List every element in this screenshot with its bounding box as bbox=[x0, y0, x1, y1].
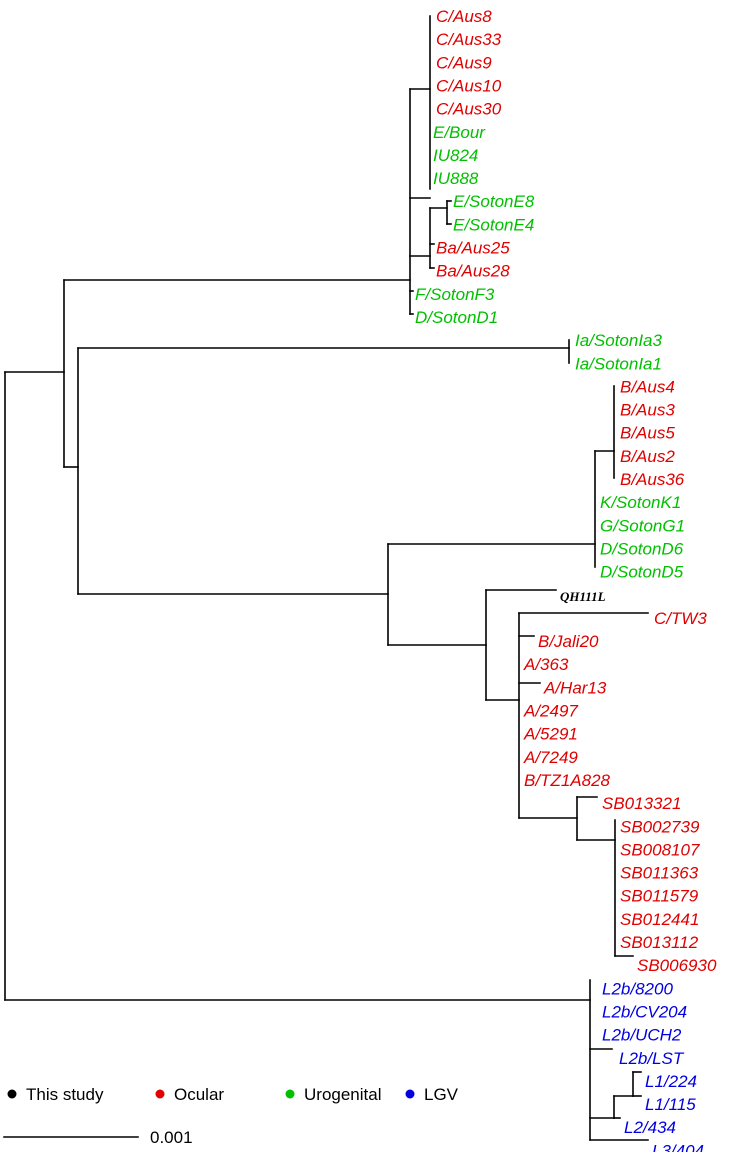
legend-label: LGV bbox=[424, 1085, 459, 1104]
leaf-label: C/Aus10 bbox=[436, 76, 502, 95]
leaf-label: L2b/8200 bbox=[602, 979, 673, 998]
leaf-label: B/Aus3 bbox=[620, 401, 675, 420]
leaf-label: K/SotonK1 bbox=[600, 493, 681, 512]
leaf-labels: C/Aus8C/Aus33C/Aus9C/Aus10C/Aus30E/BourI… bbox=[415, 7, 717, 1152]
leaf-label: SB013321 bbox=[602, 794, 681, 813]
leaf-label: B/Aus5 bbox=[620, 424, 675, 443]
tree-branches bbox=[4, 15, 649, 1141]
leaf-label: B/Aus2 bbox=[620, 447, 675, 466]
leaf-label: L1/224 bbox=[645, 1072, 697, 1091]
leaf-label: B/Jali20 bbox=[538, 632, 599, 651]
leaf-label: QH111L bbox=[560, 589, 606, 604]
leaf-label: C/Aus9 bbox=[436, 53, 492, 72]
leaf-label: A/Har13 bbox=[543, 678, 607, 697]
legend: This study Ocular Urogenital LGV bbox=[7, 1085, 459, 1104]
leaf-label: E/SotonE4 bbox=[453, 215, 534, 234]
leaf-label: Ia/SotonIa3 bbox=[575, 331, 663, 350]
leaf-label: L2b/LST bbox=[619, 1049, 685, 1068]
leaf-label: B/Aus4 bbox=[620, 377, 675, 396]
leaf-label: L1/115 bbox=[645, 1095, 696, 1114]
leaf-label: L3/404 bbox=[652, 1141, 704, 1152]
leaf-label: Ia/SotonIa1 bbox=[575, 354, 662, 373]
leaf-label: A/363 bbox=[523, 655, 569, 674]
leaf-label: E/Bour bbox=[433, 123, 486, 142]
leaf-label: A/7249 bbox=[523, 748, 578, 767]
legend-label: This study bbox=[26, 1085, 104, 1104]
leaf-label: G/SotonG1 bbox=[600, 516, 685, 535]
leaf-label: D/SotonD6 bbox=[600, 539, 684, 558]
leaf-label: F/SotonF3 bbox=[415, 285, 495, 304]
legend-dot bbox=[155, 1089, 165, 1099]
leaf-label: SB011579 bbox=[620, 887, 699, 906]
leaf-label: IU824 bbox=[433, 146, 478, 165]
legend-dot bbox=[405, 1089, 415, 1099]
legend-dot bbox=[285, 1089, 295, 1099]
leaf-label: C/Aus33 bbox=[436, 30, 502, 49]
legend-label: Urogenital bbox=[304, 1085, 382, 1104]
leaf-label: SB011363 bbox=[620, 864, 699, 883]
leaf-label: C/TW3 bbox=[654, 609, 707, 628]
leaf-label: SB002739 bbox=[620, 817, 700, 836]
leaf-label: D/SotonD5 bbox=[600, 563, 684, 582]
legend-dot bbox=[7, 1089, 17, 1099]
leaf-label: A/2497 bbox=[523, 702, 578, 721]
leaf-label: D/SotonD1 bbox=[415, 308, 498, 327]
leaf-label: Ba/Aus25 bbox=[436, 239, 510, 258]
leaf-label: SB013112 bbox=[620, 933, 699, 952]
leaf-label: C/Aus8 bbox=[436, 7, 492, 26]
leaf-label: L2/434 bbox=[624, 1118, 676, 1137]
leaf-label: B/TZ1A828 bbox=[524, 771, 611, 790]
leaf-label: C/Aus30 bbox=[436, 100, 502, 119]
legend-label: Ocular bbox=[174, 1085, 224, 1104]
leaf-label: L2b/UCH2 bbox=[602, 1026, 682, 1045]
scale-bar: 0.001 bbox=[3, 1128, 193, 1147]
leaf-label: A/5291 bbox=[523, 725, 578, 744]
leaf-label: SB008107 bbox=[620, 840, 700, 859]
leaf-label: Ba/Aus28 bbox=[436, 262, 510, 281]
scale-bar-label: 0.001 bbox=[150, 1128, 193, 1147]
leaf-label: L2b/CV204 bbox=[602, 1002, 687, 1021]
leaf-label: SB006930 bbox=[637, 956, 717, 975]
leaf-label: IU888 bbox=[433, 169, 479, 188]
leaf-label: B/Aus36 bbox=[620, 470, 685, 489]
leaf-label: E/SotonE8 bbox=[453, 192, 535, 211]
leaf-label: SB012441 bbox=[620, 910, 699, 929]
